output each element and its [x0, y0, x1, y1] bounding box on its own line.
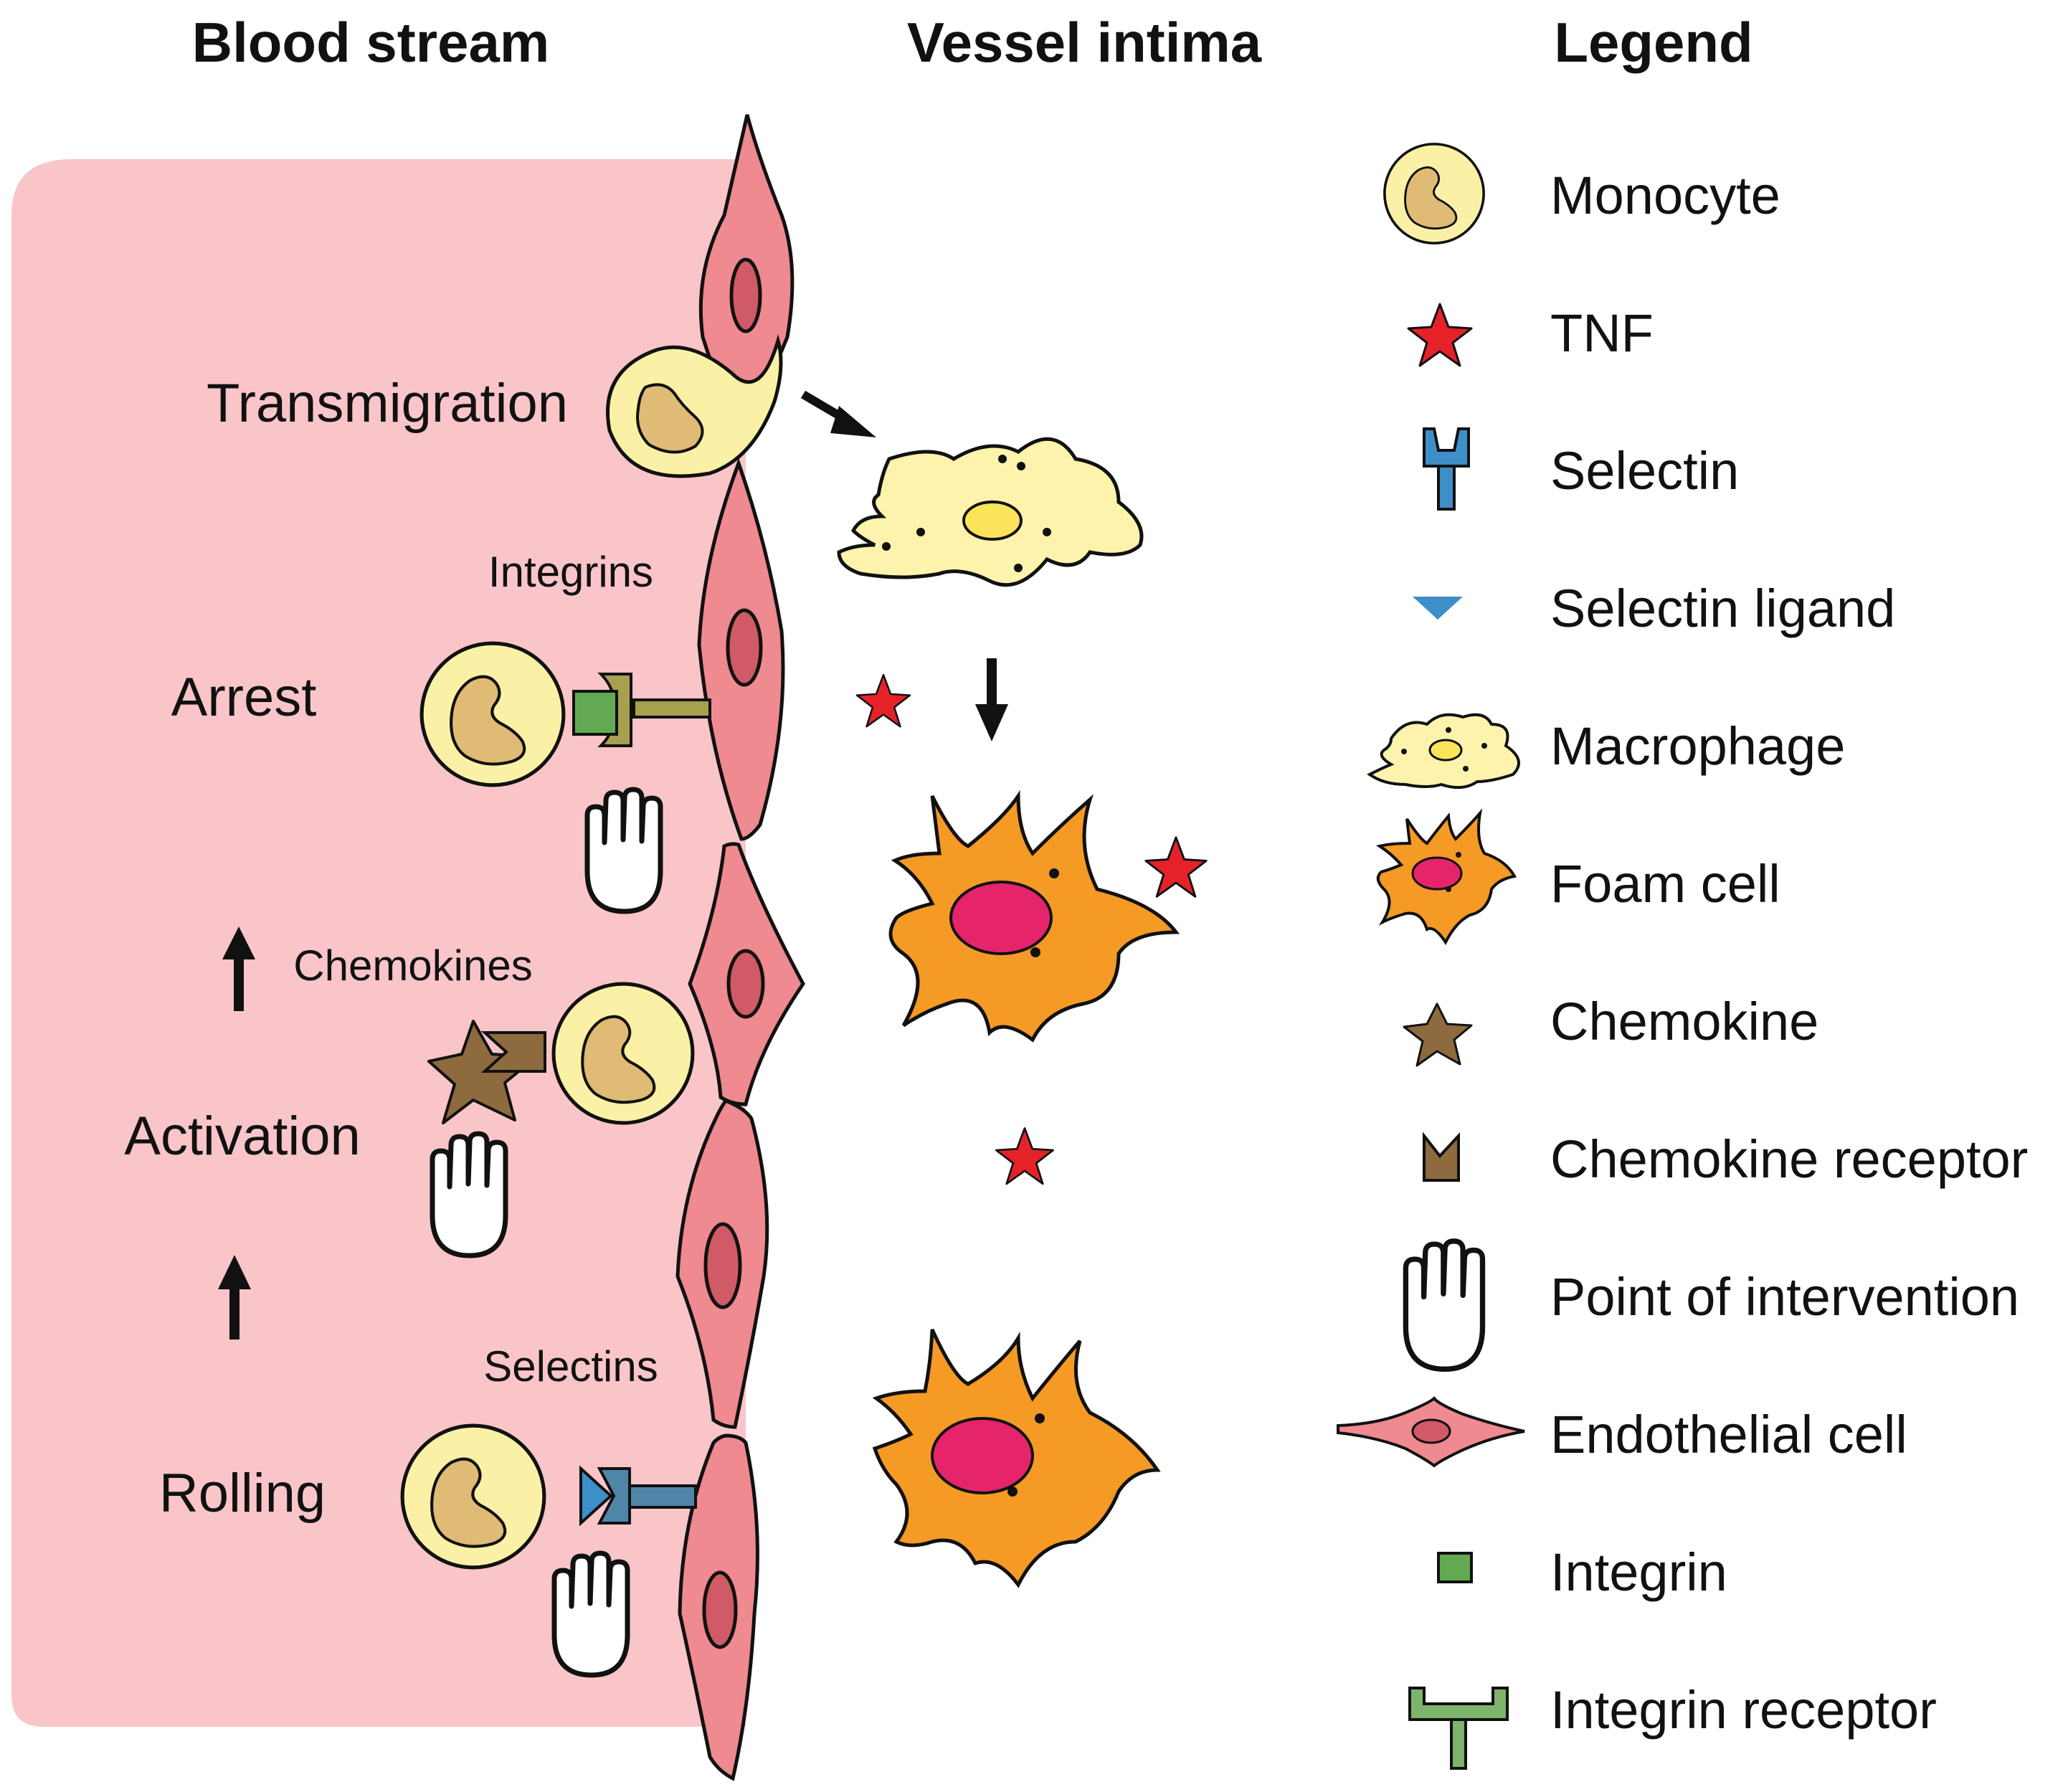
chemokine-icon	[1403, 1002, 1473, 1067]
integrin-receptor-icon	[1408, 1687, 1509, 1770]
selectin-ligand-icon	[1413, 597, 1463, 620]
legend-item-label: TNF	[1550, 303, 1654, 363]
stage-activation: Activation	[124, 1106, 361, 1167]
arrow-to-macrophage	[800, 390, 876, 437]
endothelial-nucleus	[729, 257, 762, 333]
legend-header: Legend	[1554, 11, 1753, 74]
chemokine-receptor-icon	[1423, 1132, 1460, 1182]
stage-arrest: Arrest	[171, 667, 317, 728]
legend-item-label: Chemokine	[1550, 992, 1818, 1051]
legend-item-label: Endothelial cell	[1550, 1405, 1907, 1464]
legend-item-label: Foam cell	[1550, 854, 1780, 914]
endothelial-nucleus	[703, 1222, 742, 1309]
integrin-bound	[572, 690, 618, 736]
integrin-icon	[1437, 1552, 1473, 1583]
chemokine-receptor-bound	[480, 1031, 546, 1073]
foam-cell-icon	[1375, 808, 1517, 945]
legend-labels: Monocyte TNF Selectin Selectin ligand Ma…	[1550, 166, 2028, 1740]
hand-icon	[554, 1553, 627, 1675]
arrow-to-foam-cell	[975, 658, 1008, 741]
legend-item-label: Chemokine receptor	[1550, 1129, 2028, 1189]
macrophage	[837, 437, 1144, 587]
legend-item-label: Point of intervention	[1550, 1267, 2019, 1327]
foam-cell	[872, 1328, 1161, 1588]
vessel-intima-header: Vessel intima	[907, 11, 1262, 74]
legend-item-label: Selectin ligand	[1550, 579, 1895, 638]
legend-item-label: Monocyte	[1550, 166, 1780, 225]
legend-item-label: Macrophage	[1550, 716, 1845, 776]
monocyte-icon	[1383, 143, 1485, 245]
legend-item-label: Integrin	[1550, 1542, 1727, 1602]
up-arrow	[218, 1255, 251, 1340]
tnf-star-icon	[1407, 303, 1473, 367]
tnf-star	[855, 673, 911, 728]
monocyte-rolling	[402, 1426, 544, 1568]
endothelial-cell-column	[675, 114, 805, 1781]
integrins-label: Integrins	[488, 548, 653, 596]
foam-cell	[888, 790, 1180, 1043]
stage-transmigration: Transmigration	[207, 373, 568, 434]
hand-icon	[432, 1134, 506, 1256]
tnf-star	[1144, 836, 1208, 898]
blood-stream-header: Blood stream	[192, 11, 549, 74]
transmigrating-monocyte	[606, 334, 783, 478]
endothelial-nucleus	[702, 1570, 738, 1649]
macrophage-icon	[1367, 713, 1520, 790]
endothelial-nucleus	[726, 949, 765, 1019]
monocyte-activation	[554, 984, 693, 1123]
hand-icon	[1405, 1241, 1482, 1370]
tnf-star	[995, 1127, 1054, 1185]
endothelial-nucleus	[726, 608, 763, 687]
blood-stream-area	[11, 159, 746, 1727]
monocyte-arrest	[422, 643, 564, 785]
legend-item-label: Selectin	[1550, 441, 1739, 501]
up-arrow	[222, 926, 255, 1011]
legend-item-label: Integrin receptor	[1550, 1680, 1937, 1740]
selectins-label: Selectins	[483, 1342, 658, 1390]
selectin-icon	[1423, 427, 1470, 511]
legend-icons	[1337, 143, 1525, 1770]
selectin-bound	[597, 1467, 697, 1525]
selectin-ligand-bound	[579, 1465, 613, 1527]
stage-rolling: Rolling	[159, 1463, 326, 1524]
hand-icon	[587, 790, 660, 911]
endothelial-cell-icon	[1337, 1395, 1525, 1468]
chemokines-label: Chemokines	[293, 942, 533, 990]
